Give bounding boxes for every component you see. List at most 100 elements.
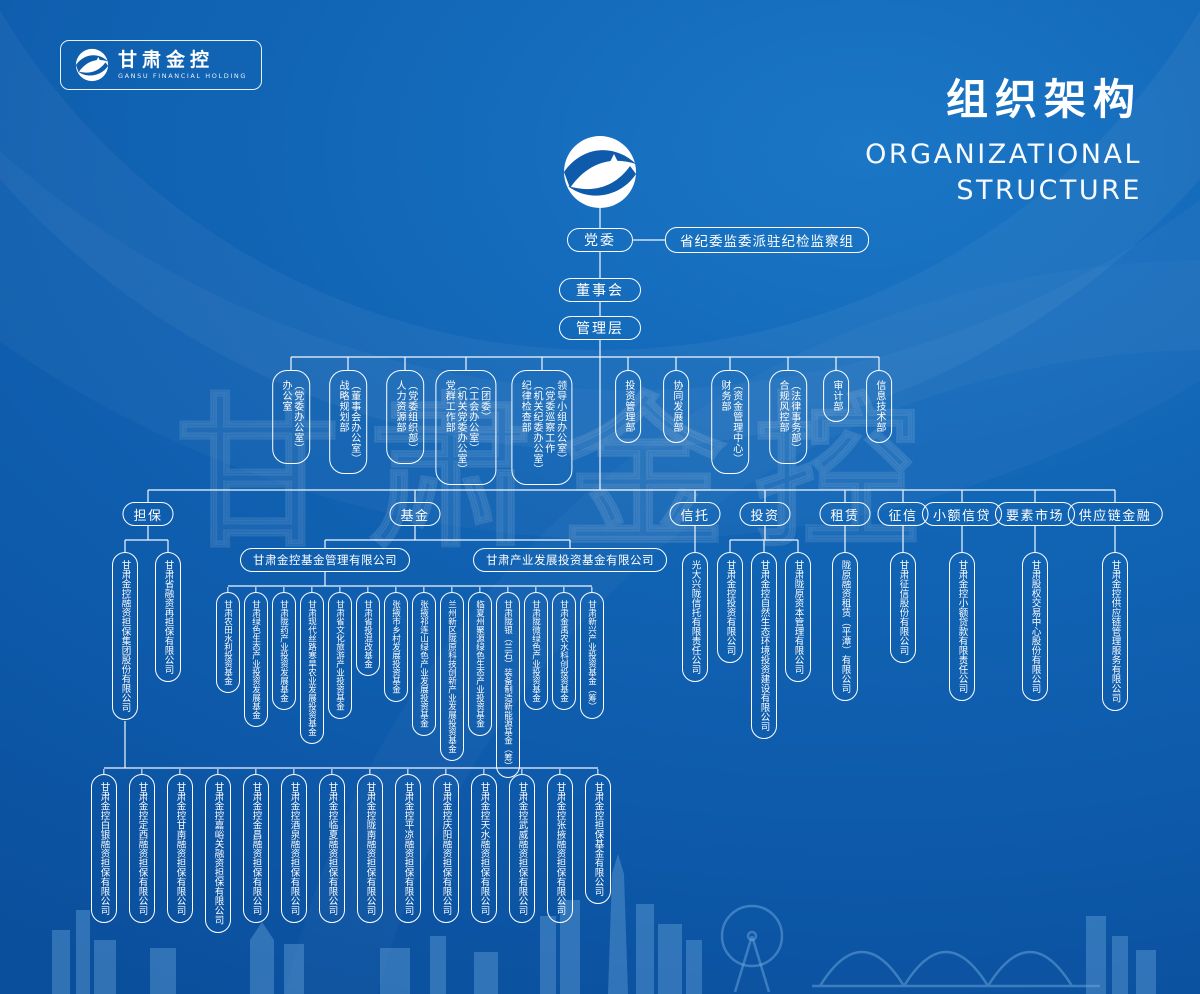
- node-management: 管理层: [559, 316, 641, 340]
- guarantee-subsidiary-item: 甘肃金控张掖融资担保有限公司: [547, 774, 573, 923]
- dept-line: （机关党委办公室）: [455, 380, 466, 475]
- company-supply-chain: 甘肃金控供应链管理服务有限公司: [1102, 552, 1128, 711]
- dept-audit: 审计部: [823, 370, 849, 422]
- company-investment-1: 甘肃金控投资有限公司: [717, 552, 743, 663]
- fund-item: 张掖市乡村发展投资基金: [384, 592, 408, 702]
- dept-line: 投资管理部: [622, 380, 634, 433]
- guarantee-subsidiary-item: 甘肃金控陇南融资担保有限公司: [357, 774, 383, 923]
- brand-name-en: GANSU FINANCIAL HOLDING: [118, 72, 247, 81]
- guarantee-subsidiary-item: 甘肃金控庆阳融资担保有限公司: [433, 774, 459, 923]
- guarantee-subsidiary-item: 甘肃金控临夏融资担保有限公司: [319, 774, 345, 923]
- segment-supply-chain: 供应链金融: [1067, 502, 1163, 526]
- node-board-of-directors: 董事会: [559, 278, 641, 302]
- dept-line: 党群工作部: [443, 380, 455, 433]
- guarantee-subsidiary-item: 甘肃金控平凉融资担保有限公司: [395, 774, 421, 923]
- dept-line: 合规风控部: [777, 380, 788, 433]
- segment-investment: 投资: [739, 502, 791, 526]
- dept-line: （工会办公室）: [466, 380, 478, 454]
- guarantee-subsidiary-item: 甘肃金控武威融资担保有限公司: [509, 774, 535, 923]
- company-investment-2: 甘肃金控自然生态环境投资建设有限公司: [751, 552, 777, 739]
- city-skyline-graphic: [52, 854, 1156, 994]
- segment-microcredit: 小额信贷: [921, 502, 1003, 526]
- fund-item: 甘肃陇微绿色产业投资基金: [524, 592, 548, 710]
- page-title-en-line1: ORGANIZATIONAL: [865, 139, 1142, 170]
- dept-line: 审计部: [830, 380, 842, 412]
- company-credit-reporting: 甘肃征信股份有限公司: [890, 552, 916, 663]
- guarantee-subsidiary-item: 甘肃金控嘉峪关融资担保有限公司: [205, 774, 231, 933]
- guarantee-subsidiary-item: 甘肃金控白银融资担保有限公司: [91, 774, 117, 923]
- company-investment-3: 甘肃陇原资本管理有限公司: [785, 552, 811, 682]
- dept-investment-management: 投资管理部: [615, 370, 641, 443]
- page-title-en-line2: STRUCTURE: [956, 175, 1142, 207]
- dept-human-resources: 人力资源部 （党委组织部）: [386, 370, 424, 464]
- segment-credit-reporting: 征信: [877, 502, 929, 526]
- brand-logo: 甘肃金控 GANSU FINANCIAL HOLDING: [60, 40, 262, 90]
- dept-strategic-planning: 战略规划部 （董事会办公室）: [329, 370, 367, 474]
- page-title-en: ORGANIZATIONAL STRUCTURE: [865, 137, 1142, 210]
- dept-line: 领导小组办公室）: [554, 380, 566, 464]
- dept-line: 纪律检查部: [519, 380, 531, 433]
- fund-item: 甘肃陇药产业投资发展基金: [272, 592, 296, 710]
- segment-leasing: 租赁: [819, 502, 871, 526]
- fund-item: 甘肃现代丝路寒旱农业发展投资基金: [300, 592, 324, 744]
- fund-item: 甘肃金禹农水科创投资基金: [552, 592, 576, 710]
- company-trust: 光大兴陇信托有限责任公司: [682, 552, 708, 682]
- fund-item: 临夏州聚源绿色生态产业投资基金: [468, 592, 492, 736]
- company-fund-management: 甘肃金控基金管理有限公司: [240, 548, 410, 572]
- node-party-committee: 党委: [567, 228, 633, 252]
- dept-line: （党委组织部）: [405, 380, 417, 454]
- fund-item: 甘肃省投混改基金: [356, 592, 380, 676]
- guarantee-subsidiary-item: 甘肃金控甘南融资担保有限公司: [167, 774, 193, 923]
- dept-finance: 财务部 （资金管理中心）: [711, 370, 749, 474]
- segment-guarantee: 担保: [122, 502, 174, 526]
- guarantee-subsidiary-item: 甘肃金控金昌融资担保有限公司: [243, 774, 269, 923]
- guarantee-subsidiary-list: 甘肃金控白银融资担保有限公司甘肃金控定西融资担保有限公司甘肃金控甘南融资担保有限…: [91, 774, 611, 933]
- guarantee-subsidiary-item: 甘肃金控担保基金有限公司: [585, 774, 611, 904]
- dept-line: （党委办公室）: [291, 380, 303, 454]
- dept-line: （法律事务部）: [788, 380, 800, 454]
- guarantee-subsidiary-item: 甘肃金控酒泉融资担保有限公司: [281, 774, 307, 923]
- dept-compliance-risk: 合规风控部 （法律事务部）: [769, 370, 807, 464]
- dept-general-office: 办公室 （党委办公室）: [272, 370, 310, 464]
- dept-line: 财务部: [719, 380, 730, 412]
- dept-information-technology: 信息技术部: [866, 370, 892, 443]
- dept-discipline-inspection: 纪律检查部 （机关纪委办公室） （党委巡察工作 领导小组办公室）: [511, 370, 573, 485]
- company-industry-development-fund: 甘肃产业发展投资基金有限公司: [473, 548, 667, 572]
- company-microcredit: 甘肃金控小额贷款有限责任公司: [949, 552, 975, 701]
- dept-line: 协同发展部: [670, 380, 682, 433]
- company-guarantee-group: 甘肃金控融资担保集团股份有限公司: [112, 552, 138, 720]
- segment-factor-market: 要素市场: [994, 502, 1076, 526]
- fund-list: 甘肃农田水利投资基金甘肃绿色生态产业投资发展基金甘肃陇药产业投资发展基金甘肃现代…: [216, 592, 604, 778]
- company-equity-exchange: 甘肃股权交易中心股份有限公司: [1022, 552, 1048, 701]
- fund-item: 兰州新区陇原科技创新产业发展投资基金: [440, 592, 464, 761]
- fund-item: 甘肃省文化旅游产业投资基金: [328, 592, 352, 719]
- dept-line: 办公室: [280, 380, 291, 412]
- brand-text: 甘肃金控 GANSU FINANCIAL HOLDING: [118, 48, 247, 81]
- dept-coordinated-development: 协同发展部: [663, 370, 689, 443]
- brand-name-cn: 甘肃金控: [118, 48, 215, 71]
- logo-swirl-icon: [75, 48, 109, 82]
- guarantee-subsidiary-item: 甘肃金控定西融资担保有限公司: [129, 774, 155, 923]
- dept-line: （团委）: [478, 380, 490, 422]
- dept-line: （党委巡察工作: [542, 380, 554, 454]
- dept-line: （董事会办公室）: [348, 380, 360, 464]
- fund-item: 甘肃陇银（兰石）装备制造新能源基金（筹）: [496, 592, 520, 778]
- node-discipline-inspection-group: 省纪委监委派驻纪检监察组: [665, 227, 869, 253]
- dept-party-mass-work: 党群工作部 （机关党委办公室） （工会办公室） （团委）: [435, 370, 497, 485]
- fund-item: 张掖祁连山绿色产业发展投资基金: [412, 592, 436, 736]
- company-leasing: 陇原融资租赁（平潭）有限公司: [832, 552, 858, 701]
- guarantee-subsidiary-item: 甘肃金控天水融资担保有限公司: [471, 774, 497, 923]
- segment-trust: 信托: [669, 502, 721, 526]
- page-title-cn: 组织架构: [945, 75, 1142, 124]
- dept-line: 战略规划部: [337, 380, 348, 433]
- dept-line: （资金管理中心）: [730, 380, 742, 464]
- segment-fund: 基金: [389, 502, 441, 526]
- dept-line: 人力资源部: [394, 380, 405, 433]
- fund-item: 甘肃新兴产业投资基金（筹）: [580, 592, 604, 719]
- company-re-guarantee: 甘肃省融资再担保有限公司: [155, 552, 181, 682]
- fund-item: 甘肃农田水利投资基金: [216, 592, 240, 693]
- fund-item: 甘肃绿色生态产业投资发展基金: [244, 592, 268, 727]
- dept-line: （机关纪委办公室）: [531, 380, 542, 475]
